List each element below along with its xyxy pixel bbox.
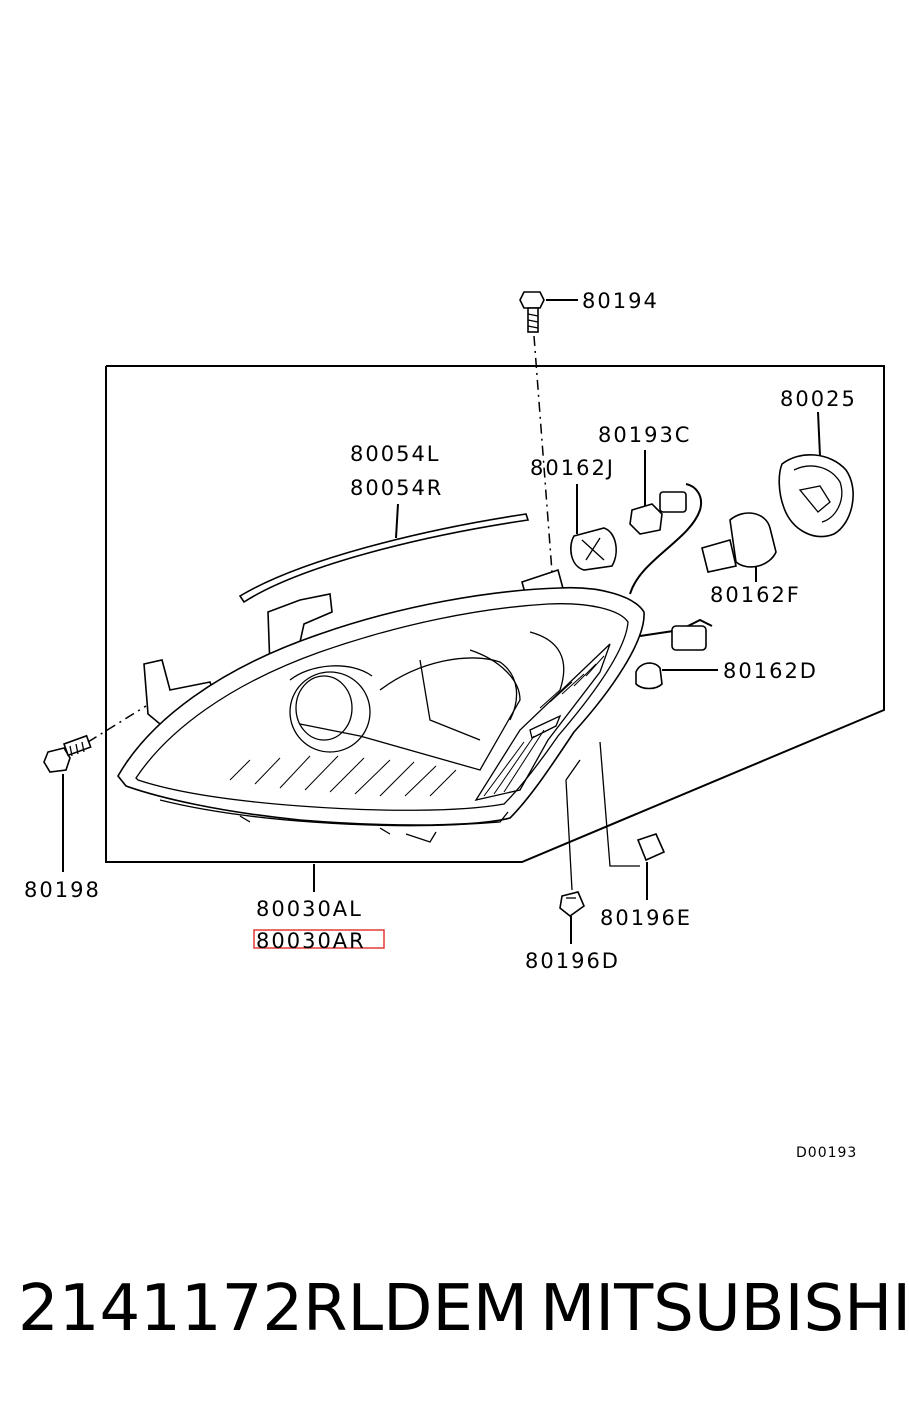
wiring-harness — [629, 483, 702, 595]
socket-80193C[interactable] — [629, 491, 687, 535]
trim-strip[interactable] — [238, 513, 530, 604]
footer: 2141172RLDEM MITSUBISHI — [0, 1272, 909, 1372]
callout-80030AR[interactable]: 80030AR — [256, 929, 366, 953]
callout-80194[interactable]: 80194 — [582, 289, 659, 313]
assembly-frame — [105, 365, 885, 863]
callout-80054L[interactable]: 80054L — [350, 442, 441, 466]
brand-name: MITSUBISHI — [540, 1272, 909, 1346]
dust-cover-80025[interactable] — [778, 454, 854, 538]
callout-80162D[interactable]: 80162D — [723, 659, 818, 683]
part-number: 2141172RLDEM — [18, 1272, 529, 1346]
bolt-80198[interactable] — [43, 734, 92, 773]
diagram-code: D00193 — [796, 1145, 857, 1161]
clip-80196D[interactable] — [559, 891, 585, 918]
callout-80025[interactable]: 80025 — [780, 387, 857, 411]
bulb-80162D[interactable] — [635, 625, 707, 690]
headlight-parts-diagram: 80194 80025 80193C 80162J 80054L 80054R … — [24, 289, 885, 1161]
callout-80054R[interactable]: 80054R — [350, 476, 443, 500]
headlamp-assembly[interactable] — [117, 586, 645, 843]
callout-80162J[interactable]: 80162J — [530, 456, 615, 480]
bulb-80162J[interactable] — [570, 527, 617, 571]
callout-80030AL[interactable]: 80030AL — [256, 897, 363, 921]
callout-80162F[interactable]: 80162F — [710, 583, 801, 607]
callout-80198[interactable]: 80198 — [24, 878, 101, 902]
clip-80196E[interactable] — [636, 833, 666, 862]
selected-part-highlight — [253, 929, 385, 949]
callout-80196E[interactable]: 80196E — [600, 906, 692, 930]
callout-80193C[interactable]: 80193C — [598, 423, 691, 447]
bolt-80194[interactable] — [519, 291, 545, 333]
bulb-80162F[interactable] — [701, 512, 777, 573]
callout-80196D[interactable]: 80196D — [525, 949, 620, 973]
